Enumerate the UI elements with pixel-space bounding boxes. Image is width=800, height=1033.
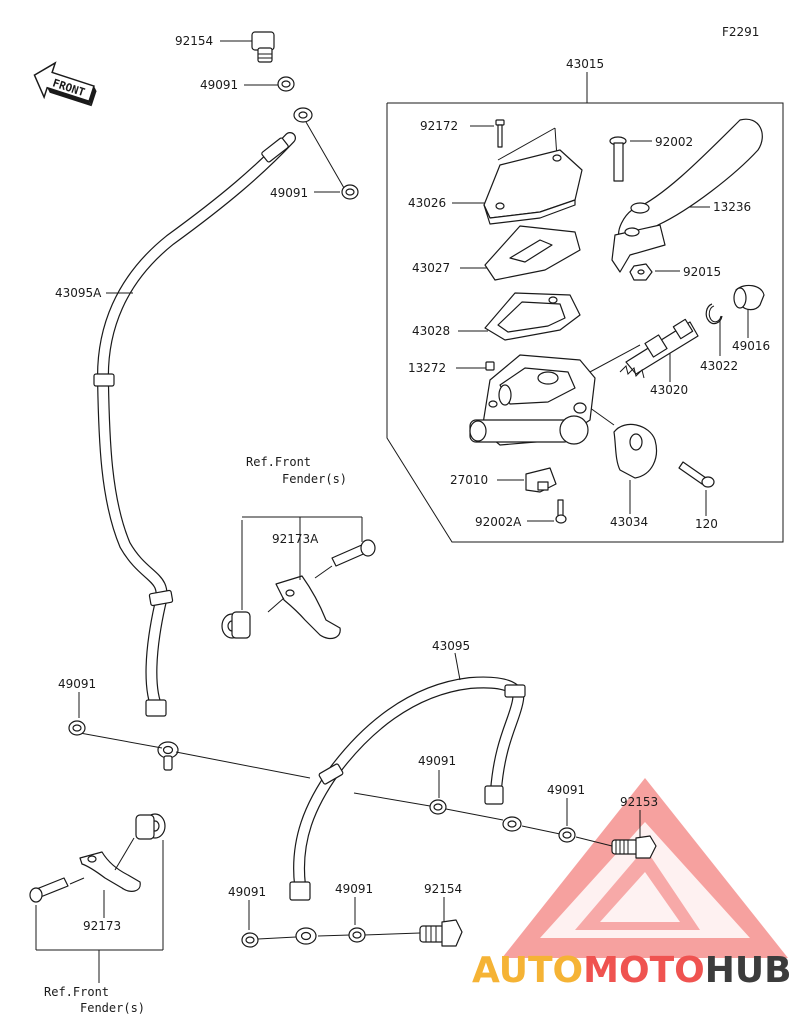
washer-49091-d xyxy=(429,799,447,815)
label-120: 120 xyxy=(695,517,718,531)
watermark-moto: MOTO xyxy=(583,950,705,991)
ref-lower-line1: Ref.Front xyxy=(44,985,109,999)
label-92154-bottom: 92154 xyxy=(424,882,462,896)
master-cylinder-body xyxy=(469,354,596,446)
svg-text:AUTOMOTOHUB: AUTOMOTOHUB xyxy=(472,950,792,991)
part-labels: F2291 92154 49091 49091 43095A 43015 921… xyxy=(44,25,770,1015)
cap-43026 xyxy=(483,149,583,225)
banjo-bolt-92154-bottom xyxy=(419,919,463,947)
diaphragm-43028 xyxy=(484,292,581,341)
figure-code: F2291 xyxy=(722,25,759,39)
screw-92002A xyxy=(555,499,567,524)
watermark-logo: AUTOMOTOHUB xyxy=(472,950,792,991)
clamp-92173A xyxy=(221,516,376,640)
washer-49091-b xyxy=(341,184,359,200)
label-92015: 92015 xyxy=(683,265,721,279)
label-49091-d: 49091 xyxy=(418,754,456,768)
washer-49091-g xyxy=(348,927,366,943)
screw-92172 xyxy=(495,119,505,148)
label-49091-g: 49091 xyxy=(335,882,373,896)
label-43034: 43034 xyxy=(610,515,648,529)
label-13236: 13236 xyxy=(713,200,751,214)
washer-49091-e xyxy=(558,827,576,843)
label-92002: 92002 xyxy=(655,135,693,149)
label-92154-top: 92154 xyxy=(175,34,213,48)
switch-27010 xyxy=(525,467,557,493)
watermark-auto: AUTO xyxy=(472,950,583,991)
label-49091-c: 49091 xyxy=(58,677,96,691)
clamp-43034 xyxy=(613,423,657,479)
label-43026: 43026 xyxy=(408,196,446,210)
label-49091-b: 49091 xyxy=(270,186,308,200)
label-43015: 43015 xyxy=(566,57,604,71)
bolt-92002 xyxy=(609,136,627,182)
plate-43027 xyxy=(484,225,581,281)
boot-49016 xyxy=(733,284,765,311)
ref-upper-line1: Ref.Front xyxy=(246,455,311,469)
bolt-92153 xyxy=(611,835,657,859)
label-43095A: 43095A xyxy=(55,286,102,300)
label-49091-a: 49091 xyxy=(200,78,238,92)
label-49091-e: 49091 xyxy=(547,783,585,797)
lever-13236 xyxy=(611,118,763,273)
front-arrow-icon: FRONT xyxy=(33,61,97,107)
assembly-frame-43015 xyxy=(386,72,784,543)
label-27010: 27010 xyxy=(450,473,488,487)
label-92173A: 92173A xyxy=(272,532,319,546)
label-49016: 49016 xyxy=(732,339,770,353)
ref-lower-line2: Fender(s) xyxy=(80,1001,145,1015)
label-43095: 43095 xyxy=(432,639,470,653)
label-92173: 92173 xyxy=(83,919,121,933)
part-13272 xyxy=(485,361,495,371)
label-92002A: 92002A xyxy=(475,515,522,529)
label-43020: 43020 xyxy=(650,383,688,397)
label-43028: 43028 xyxy=(412,324,450,338)
ref-upper-line2: Fender(s) xyxy=(282,472,347,486)
leader-lines xyxy=(78,40,749,940)
watermark-triangle xyxy=(502,778,788,958)
hose-43095A xyxy=(93,107,313,771)
label-49091-f: 49091 xyxy=(228,885,266,899)
circlip-43022 xyxy=(705,303,723,325)
nut-92015 xyxy=(629,263,653,281)
label-13272: 13272 xyxy=(408,361,446,375)
bolt-120 xyxy=(678,461,715,488)
watermark-hub: HUB xyxy=(705,950,792,991)
piston-43020 xyxy=(619,318,699,379)
washer-49091-a xyxy=(277,76,295,92)
label-43022: 43022 xyxy=(700,359,738,373)
label-92172: 92172 xyxy=(420,119,458,133)
label-92153: 92153 xyxy=(620,795,658,809)
washer-49091-c xyxy=(68,720,86,736)
clamp-92173 xyxy=(29,813,166,983)
label-43027: 43027 xyxy=(412,261,450,275)
banjo-bolt-92154-top xyxy=(251,31,275,63)
hose-43095 xyxy=(289,676,526,945)
washer-49091-f xyxy=(241,932,259,948)
